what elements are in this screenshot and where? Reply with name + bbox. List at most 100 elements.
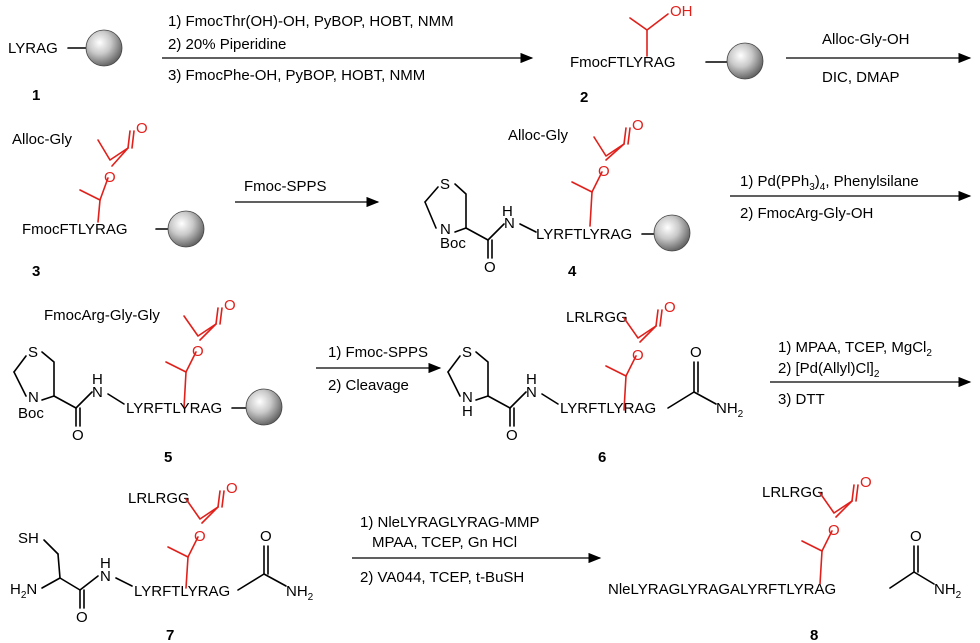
compound-6-ester-o: O [632,347,644,364]
step-1-reagent-1: 1) FmocThr(OH)-OH, PyBOP, HOBT, NMM [168,13,454,30]
resin-bead [167,210,205,248]
step-5-reagent-1: 1) Fmoc-SPPS [328,344,428,361]
compound-3-alloc: Alloc-Gly [12,131,73,148]
compound-5-amide-o: O [72,427,84,444]
compound-3-label: FmocFTLYRAG [22,221,128,238]
step-4-reagent-2: 2) FmocArg-Gly-OH [740,205,873,222]
compound-5-number: 5 [164,449,172,466]
compound-4-number: 4 [568,263,577,280]
step-4-reagent-1: 1) Pd(PPh3)4, Phenylsilane [740,173,919,193]
compound-6-n: N [462,389,473,406]
step-7: 1) NleLYRAGLYRAG-MMP MPAA, TCEP, Gn HCl … [352,514,602,586]
compound-8-ester-o: O [828,522,840,539]
compound-6-h: H [462,403,473,420]
step-2-reagent-1: Alloc-Gly-OH [822,31,910,48]
compound-6-number: 6 [598,449,606,466]
compound-6-amide-o: O [506,427,518,444]
step-7-reagent-3: 2) VA044, TCEP, t-BuSH [360,569,524,586]
step-3: Fmoc-SPPS [235,178,380,208]
step-6-reagent-3: 3) DTT [778,391,825,408]
compound-8: LRLRGG O O NleLYRAGLYRAGALYRFTLYRAG O NH… [608,474,962,643]
step-7-reagent-1: 1) NleLYRAGLYRAG-MMP [360,514,539,531]
compound-2-label: FmocFTLYRAG [570,54,676,71]
step-6-reagent-1: 1) MPAA, TCEP, MgCl2 [778,339,932,359]
compound-7-nh-h: H [100,555,111,572]
compound-5-boc: Boc [18,405,44,422]
compound-5-carbonyl-o: O [224,297,236,314]
resin-bead [653,214,691,252]
compound-4-ester-o: O [598,163,610,180]
compound-6-nh2: NH2 [716,400,744,420]
compound-2-oh: OH [670,3,693,20]
compound-7-chain: LYRFTLYRAG [134,583,230,600]
step-5-reagent-2: 2) Cleavage [328,377,409,394]
compound-5-n: N [28,389,39,406]
compound-5-nh-n: N [92,384,103,401]
compound-7-amide-o: O [76,609,88,626]
compound-5-chain: LYRFTLYRAG [126,400,222,417]
resin-bead [85,29,123,67]
compound-6-nh-h: H [526,371,537,388]
compound-5-s: S [28,344,38,361]
compound-6-amide-o2: O [690,344,702,361]
compound-6-top: LRLRGG [566,309,628,326]
compound-8-chain: NleLYRAGLYRAGALYRFTLYRAG [608,581,836,598]
compound-2-number: 2 [580,89,588,106]
compound-8-nh2: NH2 [934,581,962,601]
compound-1-label: LYRAG [8,40,58,57]
step-7-reagent-2: MPAA, TCEP, Gn HCl [372,534,517,551]
step-1: 1) FmocThr(OH)-OH, PyBOP, HOBT, NMM 2) 2… [162,13,534,84]
step-4: 1) Pd(PPh3)4, Phenylsilane 2) FmocArg-Gl… [730,173,972,222]
compound-4-boc: Boc [440,235,466,252]
step-1-reagent-2: 2) 20% Piperidine [168,36,286,53]
compound-4: S N Boc O H N LYRFTLYRAG Alloc-Gly O O 4 [424,117,691,280]
resin-bead [245,388,283,426]
compound-7-nh2: NH2 [286,583,314,603]
compound-7-number: 7 [166,627,174,643]
step-2-reagent-2: DIC, DMAP [822,69,900,86]
compound-7-amide-o2: O [260,528,272,545]
compound-3-number: 3 [32,263,40,280]
step-2: Alloc-Gly-OH DIC, DMAP [786,31,972,86]
compound-2: OH FmocFTLYRAG 2 [570,3,764,106]
compound-6-chain: LYRFTLYRAG [560,400,656,417]
compound-4-s: S [440,176,450,193]
compound-4-carbonyl-o: O [632,117,644,134]
compound-7-sh: SH [18,530,39,547]
compound-7-top: LRLRGG [128,490,190,507]
compound-1-number: 1 [32,87,40,104]
compound-4-chain: LYRFTLYRAG [536,226,632,243]
step-6: 1) MPAA, TCEP, MgCl2 2) [Pd(Allyl)Cl]2 3… [770,339,972,408]
compound-7-h2n: H2N [10,581,37,601]
compound-5: FmocArg-Gly-Gly O O S N Boc O H N LYRFTL… [13,297,283,466]
compound-5-nh-h: H [92,371,103,388]
compound-4-nh-n: N [504,215,515,232]
step-1-reagent-3: 3) FmocPhe-OH, PyBOP, HOBT, NMM [168,67,425,84]
compound-7: LRLRGG O O SH H2N O H N LYRFTLYRAG O NH2… [10,480,314,643]
compound-8-number: 8 [810,627,818,643]
compound-3-carbonyl-o: O [136,120,148,137]
compound-4-alloc: Alloc-Gly [508,127,569,144]
compound-6-s: S [462,344,472,361]
compound-4-amide-o: O [484,259,496,276]
compound-6-carbonyl-o: O [664,299,676,316]
compound-3-ester-o: O [104,169,116,186]
compound-8-carbonyl-o: O [860,474,872,491]
compound-6-nh-n: N [526,384,537,401]
step-6-reagent-2: 2) [Pd(Allyl)Cl]2 [778,360,880,380]
step-5: 1) Fmoc-SPPS 2) Cleavage [316,344,442,394]
compound-5-ester-o: O [192,343,204,360]
compound-3: Alloc-Gly O O FmocFTLYRAG 3 [12,120,205,280]
compound-7-nh-n: N [100,568,111,585]
compound-1: LYRAG 1 [8,29,123,104]
compound-4-nh-h: H [502,203,513,220]
compound-5-top: FmocArg-Gly-Gly [44,307,160,324]
compound-6: LRLRGG O O S N H O H N LYRFTLYRAG O NH2 … [447,299,744,466]
compound-7-ester-o: O [194,528,206,545]
compound-7-carbonyl-o: O [226,480,238,497]
compound-4-n: N [440,221,451,238]
compound-8-top: LRLRGG [762,484,824,501]
compound-8-amide-o: O [910,528,922,545]
resin-bead [726,42,764,80]
